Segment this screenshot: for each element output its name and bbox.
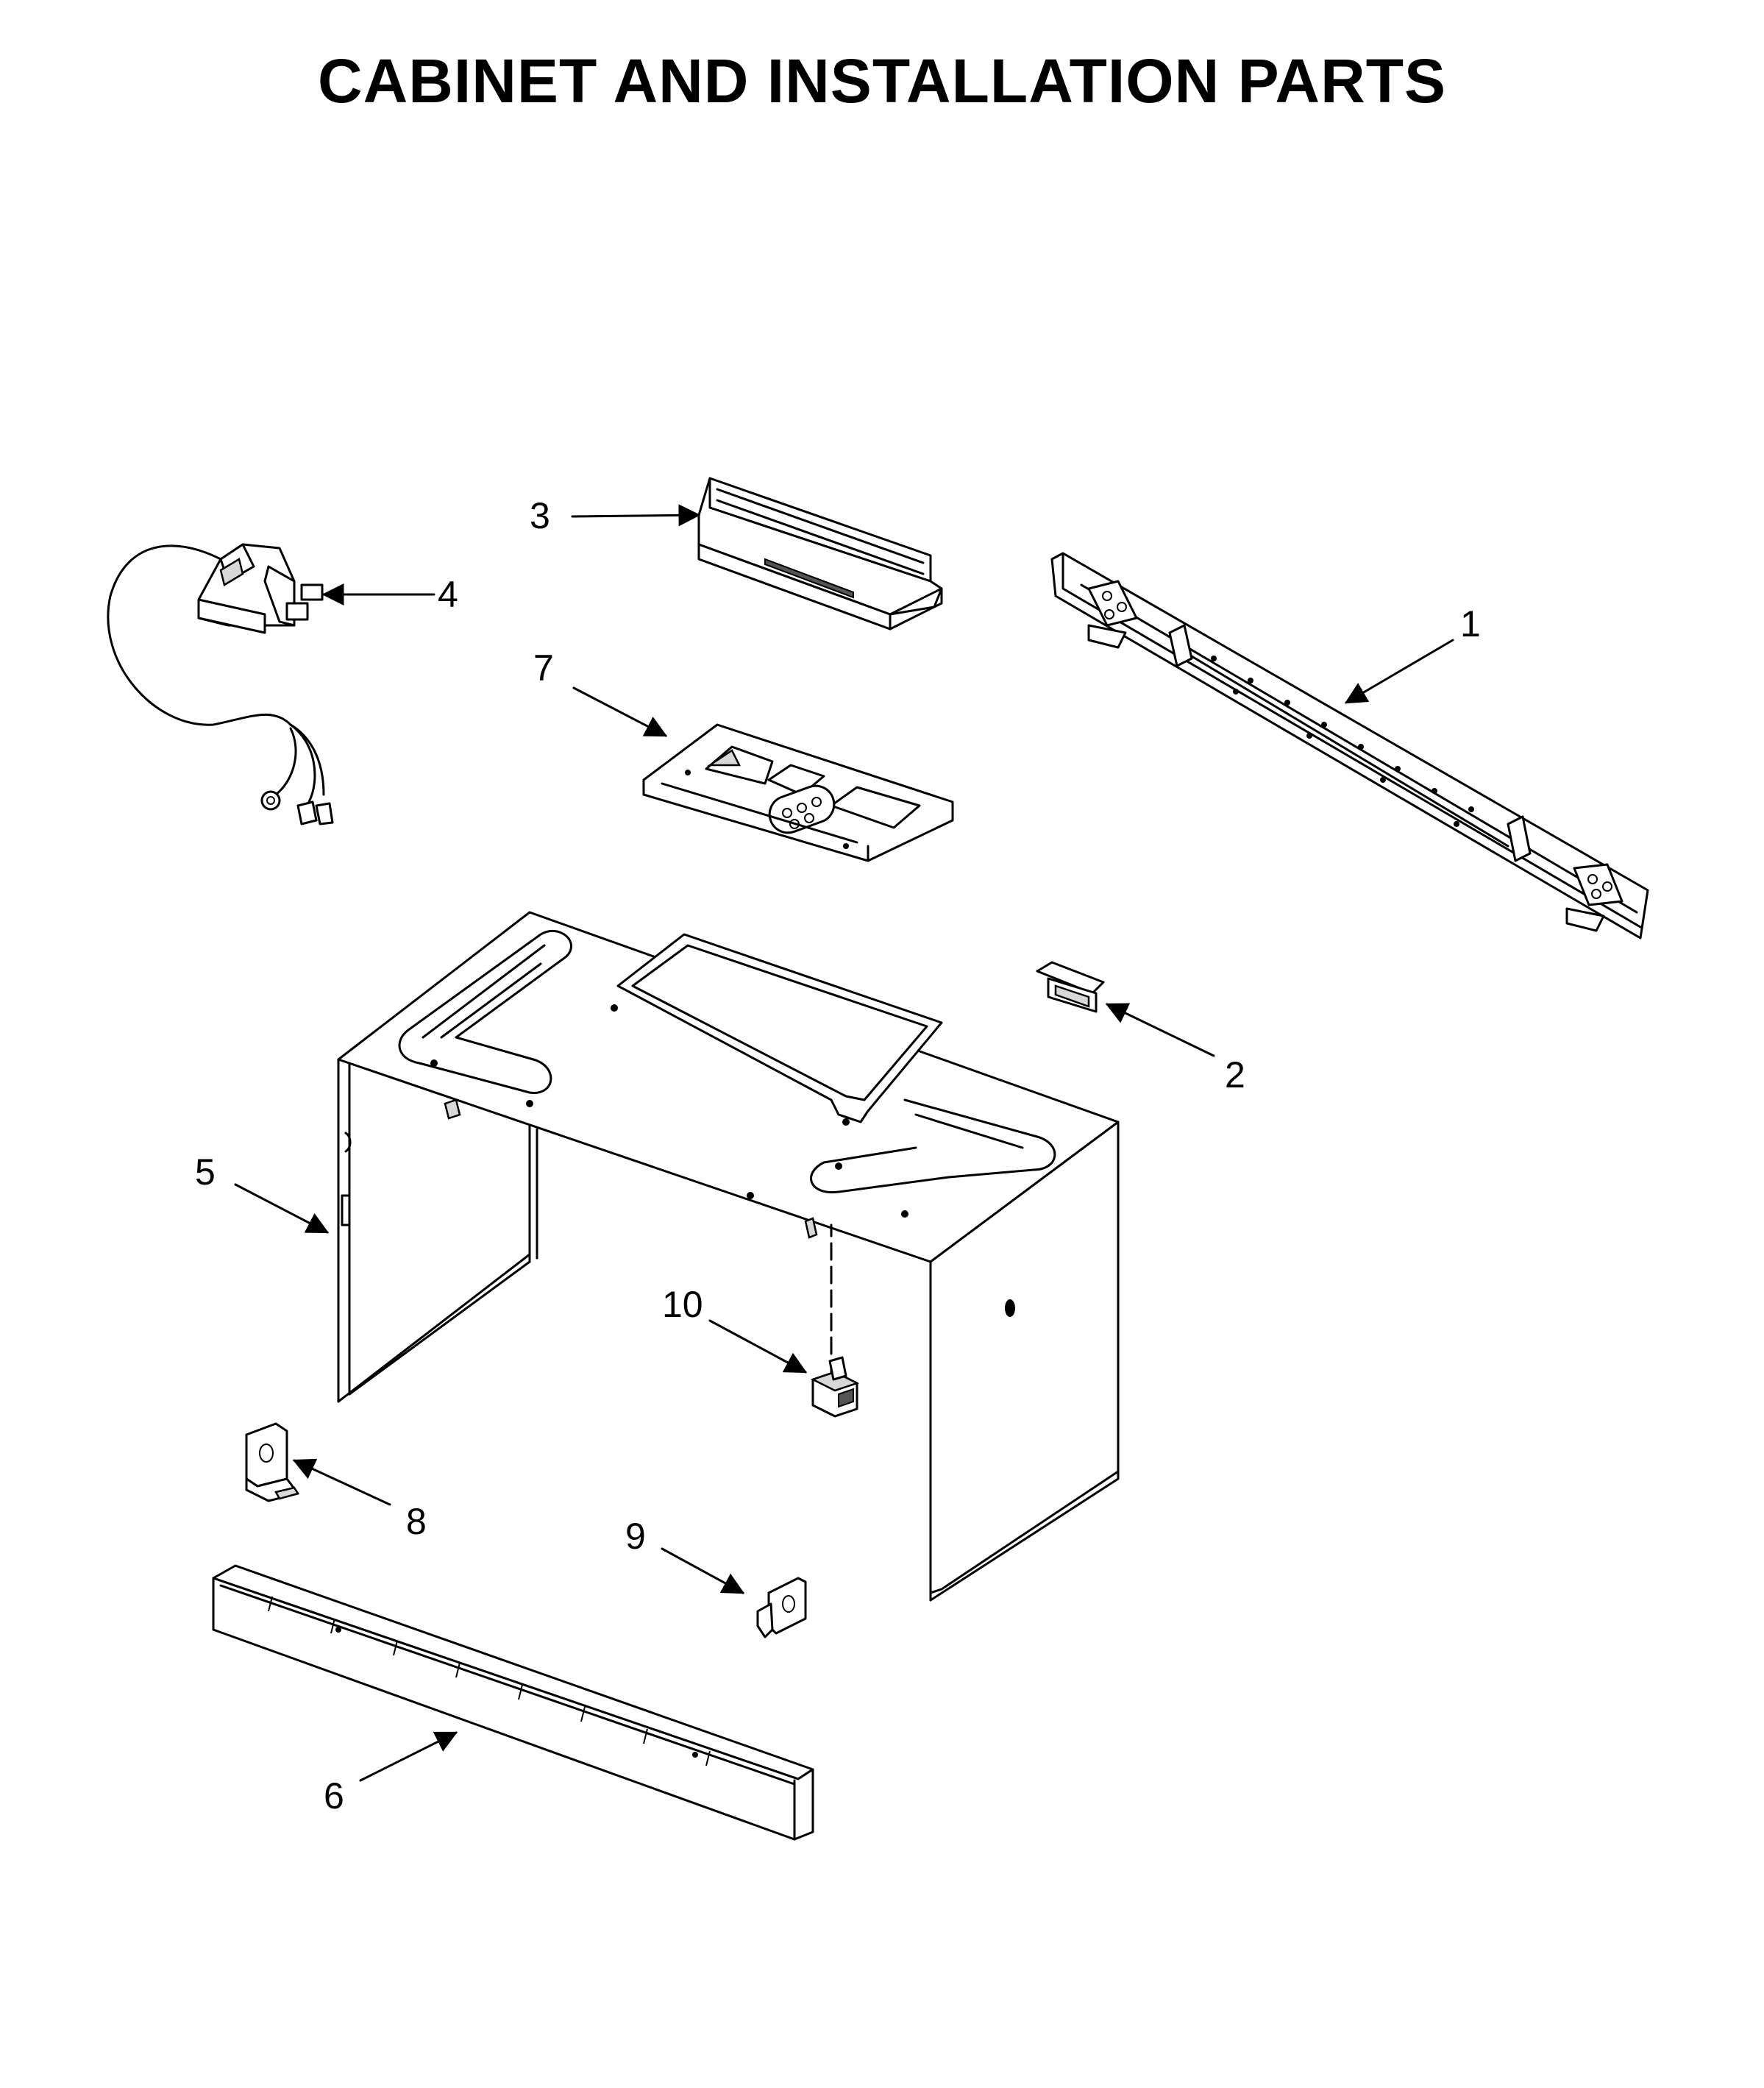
page-title: CABINET AND INSTALLATION PARTS: [317, 46, 1447, 116]
callout-5: 5: [195, 1151, 216, 1193]
callout-9: 9: [625, 1516, 646, 1557]
part-5-cabinet: [337, 911, 1120, 1602]
callout-10: 10: [662, 1284, 703, 1325]
callout-2: 2: [1225, 1054, 1245, 1096]
part-7-mounting-plate: [642, 723, 954, 862]
callout-7: 7: [533, 647, 554, 689]
callout-leaders: [234, 504, 1454, 1782]
part-6-trim-channel: [212, 1564, 814, 1841]
callout-3: 3: [530, 495, 550, 536]
callout-8: 8: [406, 1501, 427, 1542]
part-1-mounting-rail: [1050, 552, 1649, 940]
part-9-bracket: [756, 1577, 807, 1638]
part-4-power-cord: [107, 543, 334, 825]
callout-1: 1: [1460, 603, 1481, 644]
part-3-vent-damper: [697, 477, 943, 631]
part-2-clip: [1036, 961, 1105, 1013]
part-8-bracket: [245, 1422, 299, 1502]
callout-4: 4: [438, 574, 458, 615]
callout-6: 6: [324, 1775, 344, 1817]
part-10-latch: [810, 1356, 860, 1418]
